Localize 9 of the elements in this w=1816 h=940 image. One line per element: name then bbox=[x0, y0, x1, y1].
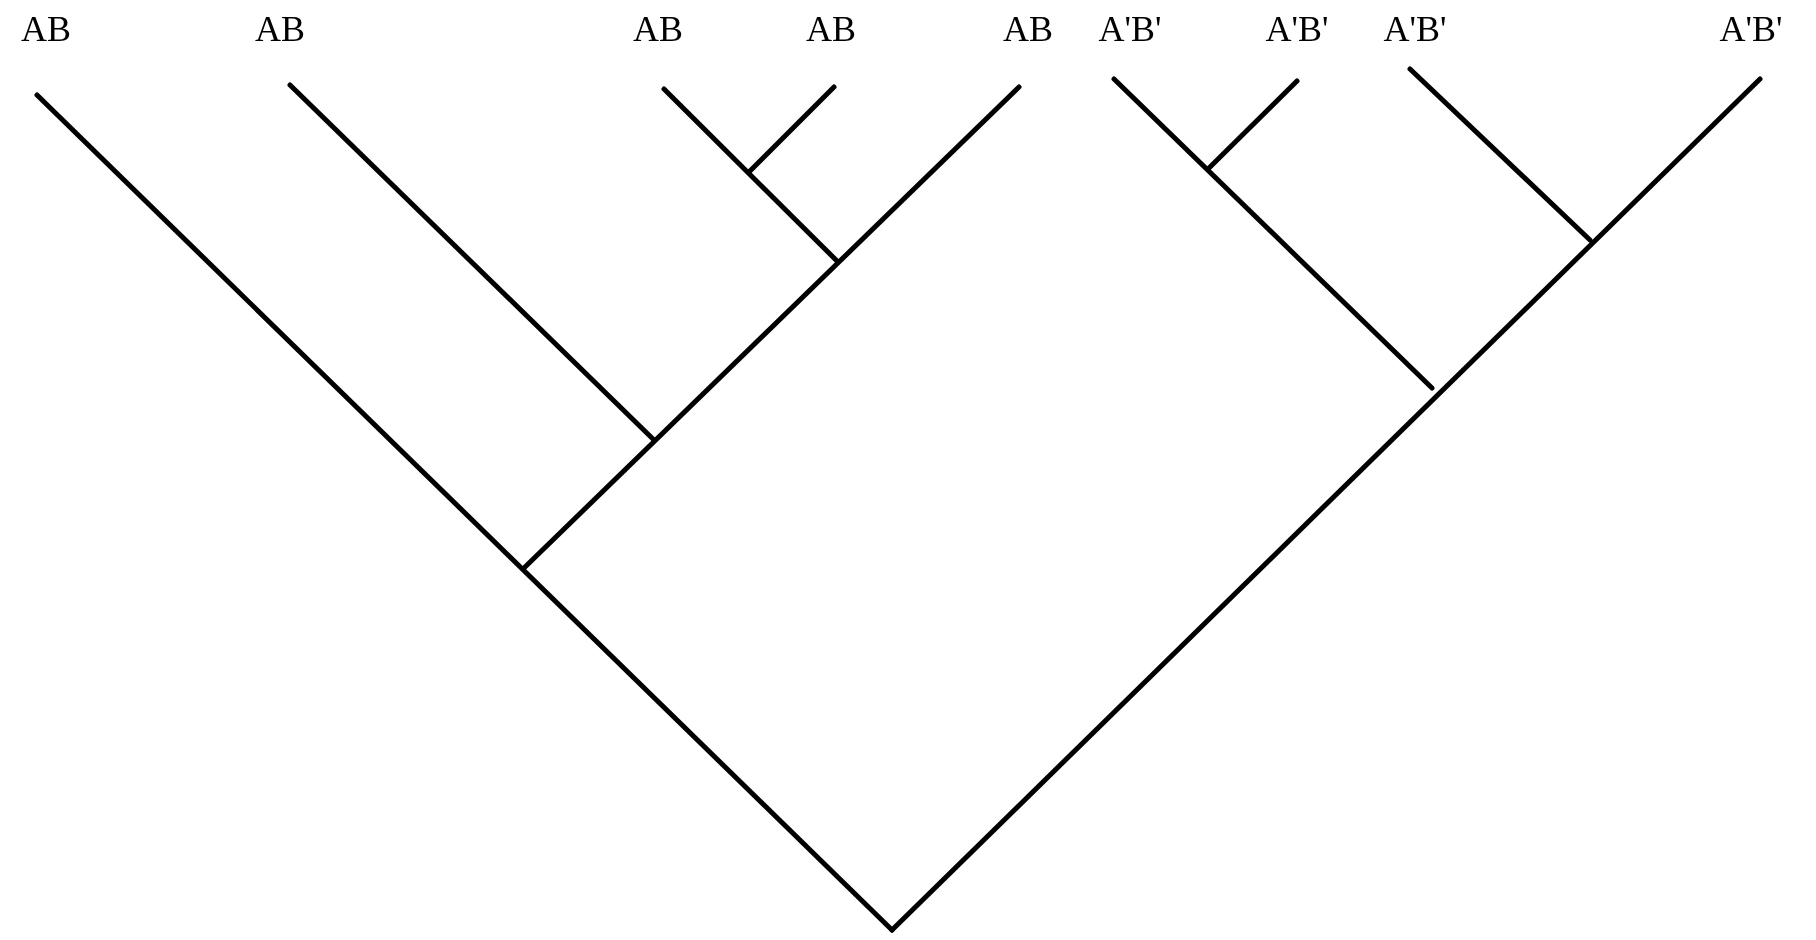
taxon-label: A'B' bbox=[1383, 8, 1447, 50]
taxon-label: A'B' bbox=[1265, 8, 1329, 50]
taxon-label: A'B' bbox=[1719, 8, 1783, 50]
taxon-label: AB bbox=[255, 8, 305, 50]
taxon-label: AB bbox=[633, 8, 683, 50]
taxon-label: AB bbox=[1003, 8, 1053, 50]
taxon-label: A'B' bbox=[1098, 8, 1162, 50]
taxon-label: AB bbox=[806, 8, 856, 50]
taxon-label: AB bbox=[21, 8, 71, 50]
